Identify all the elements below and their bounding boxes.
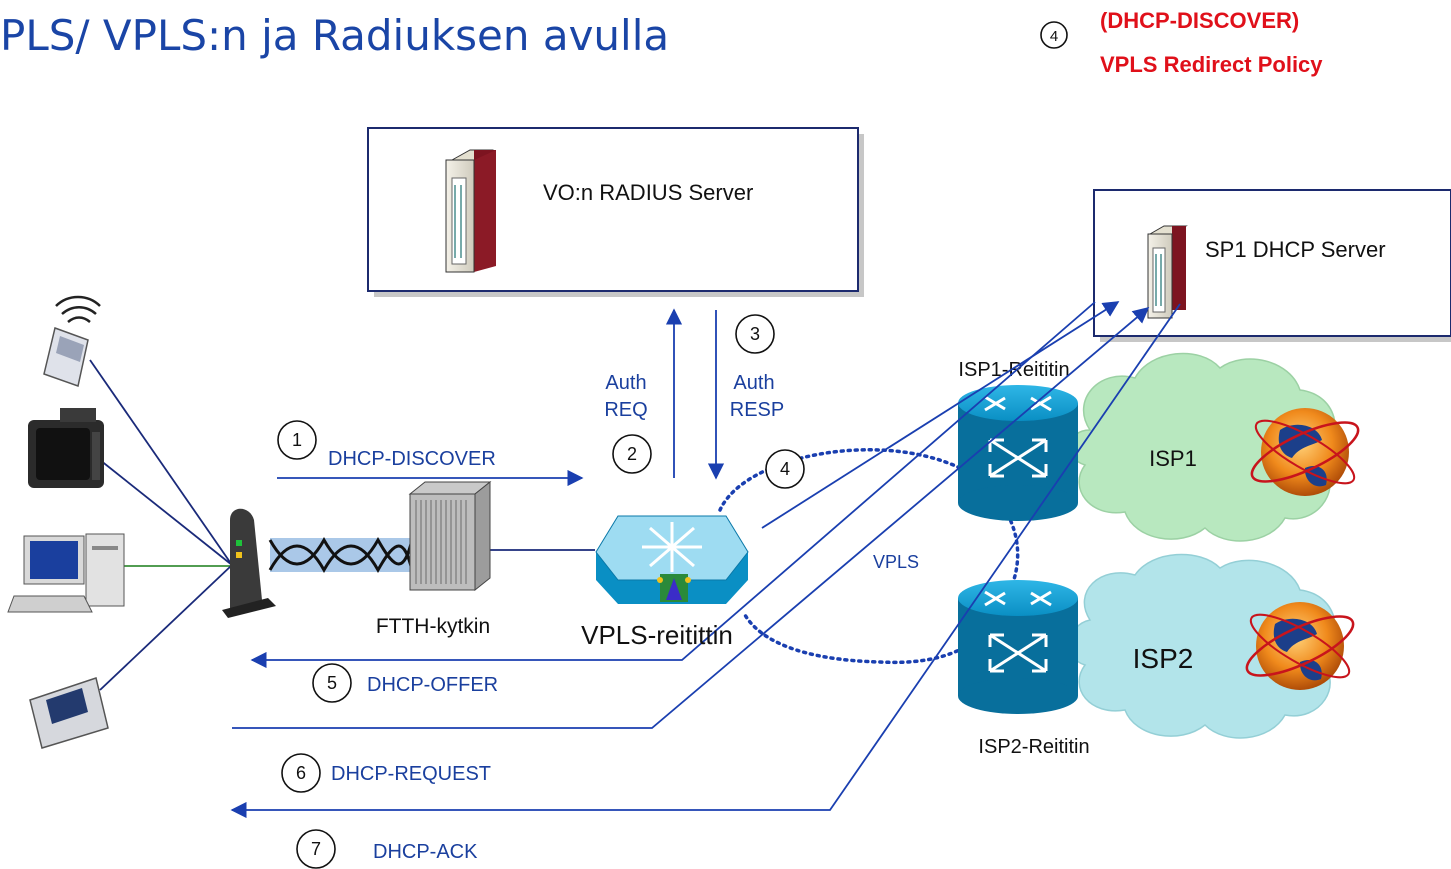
step-3-number: 3 (750, 324, 760, 344)
step-1-number: 1 (292, 430, 302, 450)
flow-offer (250, 301, 1096, 669)
flow-ack (230, 303, 1181, 819)
ip-phone-icon (29, 677, 109, 749)
step-7-number: 7 (311, 839, 321, 859)
ftth-switch-label: FTTH-kytkin (376, 615, 490, 638)
vpls-router-label: VPLS-reitittin (581, 620, 733, 650)
callout-step-circle (1040, 21, 1068, 49)
isp2-router-label: ISP2-Reititin (978, 736, 1089, 758)
device-links (89, 359, 595, 691)
step-2-marker: Auth REQ 2 (604, 372, 652, 474)
radius-server-box: VO:n RADIUS Server (367, 127, 864, 297)
vpls-label: VPLS (873, 552, 919, 572)
router-arrows-icon (984, 590, 1052, 673)
isp2-router: ISP2-Reititin (958, 580, 1090, 758)
isp2-cloud: ISP2 (1069, 553, 1336, 739)
server-icon (445, 149, 496, 273)
page-title: PLS/ VPLS:n ja Radiuksen avulla (0, 11, 669, 60)
router-arrows-icon (984, 395, 1052, 478)
step-6-marker: 6 DHCP-REQUEST (281, 753, 491, 793)
step-3-label-line1: Auth (733, 372, 774, 394)
step-6-number: 6 (296, 763, 306, 783)
step-3-label-line2: RESP (730, 399, 784, 421)
isp1-cloud-label: ISP1 (1149, 446, 1197, 471)
step-5-number: 5 (327, 673, 337, 693)
step-5-label: DHCP-OFFER (367, 674, 498, 696)
vpls-router-icon: VPLS-reitittin (581, 515, 749, 650)
step-1-label: DHCP-DISCOVER (328, 448, 496, 470)
step-6-label: DHCP-REQUEST (331, 763, 491, 785)
internet-globe-icon (1250, 408, 1360, 496)
step-1-marker: 1 DHCP-DISCOVER (277, 420, 496, 470)
dhcp-server-label: SP1 DHCP Server (1205, 237, 1386, 262)
dhcp-server-box: SP1 DHCP Server (1093, 189, 1451, 342)
step-2-number: 2 (627, 444, 637, 464)
isp1-router-label: ISP1-Reititin (958, 359, 1069, 381)
step-7-marker: 7 DHCP-ACK (296, 829, 478, 869)
callout: 4 (DHCP-DISCOVER) VPLS Redirect Policy (1040, 8, 1323, 77)
step-4-marker: 4 (765, 449, 805, 489)
isp2-cloud-label: ISP2 (1133, 643, 1194, 674)
callout-step-number: 4 (1050, 28, 1058, 45)
step-2-label-line2: REQ (604, 399, 647, 421)
ftth-switch-icon: FTTH-kytkin (376, 480, 492, 638)
pda-device-icon (43, 295, 101, 387)
step-3-marker: 3 Auth RESP (730, 314, 784, 421)
internet-globe-icon (1245, 602, 1355, 690)
step-7-label: DHCP-ACK (373, 841, 478, 863)
radius-server-label: VO:n RADIUS Server (543, 180, 753, 205)
isp1-cloud: ISP1 (1068, 352, 1336, 542)
fiber-cable (268, 536, 414, 574)
callout-line2: VPLS Redirect Policy (1100, 52, 1323, 77)
flow-discover-to-dhcp (761, 301, 1120, 529)
tv-device-icon (28, 408, 104, 488)
server-icon (1147, 225, 1188, 319)
cpe-modem-icon (222, 508, 276, 618)
step-2-label-line1: Auth (605, 372, 646, 394)
flow-request (232, 306, 1150, 729)
step-5-marker: 5 DHCP-OFFER (312, 663, 498, 703)
pc-device-icon (7, 533, 125, 613)
callout-line1: (DHCP-DISCOVER) (1100, 8, 1299, 33)
step-4-number: 4 (780, 459, 790, 479)
